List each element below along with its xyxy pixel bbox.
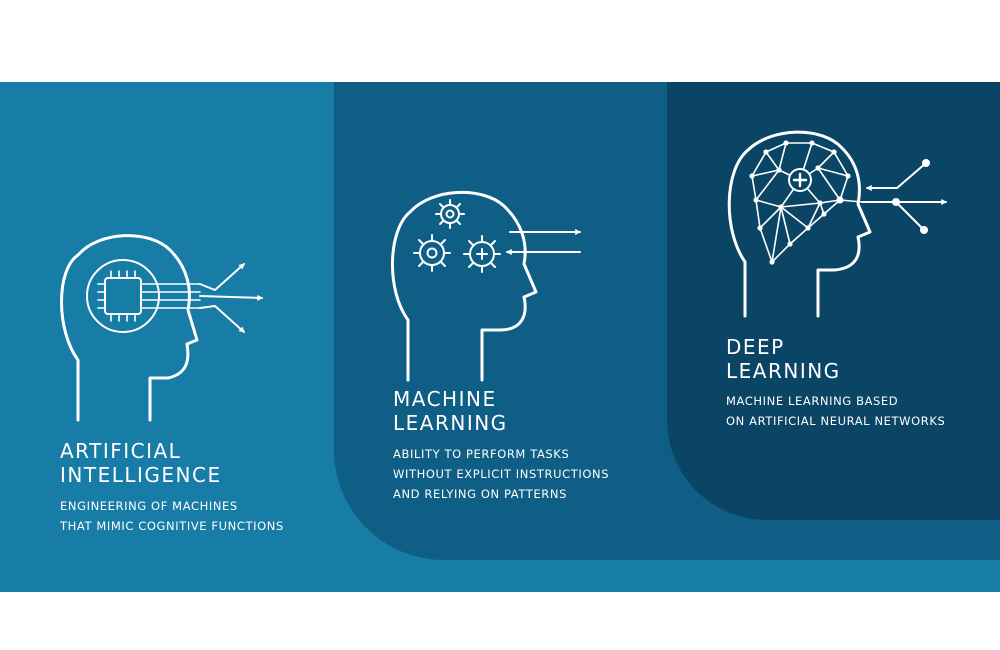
dl-description: MACHINE LEARNING BASED ON ARTIFICIAL NEU… [726, 391, 945, 431]
ai-chip-ring [86, 259, 160, 333]
ai-description: ENGINEERING OF MACHINES THAT MIMIC COGNI… [60, 496, 284, 536]
head-with-chip-icon [60, 234, 264, 422]
plus-node-icon [788, 168, 812, 192]
gear-plus-icon [463, 235, 501, 273]
ml-title-line: MACHINE [393, 387, 497, 411]
dl-head-outline [727, 130, 872, 318]
ai-description-line: THAT MIMIC COGNITIVE FUNCTIONS [60, 519, 284, 533]
neural-network-icon [751, 142, 863, 263]
dl-title: DEEP LEARNING [726, 335, 841, 383]
ai-description-line: ENGINEERING OF MACHINES [60, 499, 238, 513]
gear-icon [413, 234, 451, 272]
head-with-gears-icon [391, 190, 582, 382]
head-with-neural-network-icon [727, 130, 948, 318]
dl-io-arrows-icon [861, 162, 948, 231]
background-band [0, 82, 1000, 592]
dl-arrow-end-nodes-icon [892, 159, 930, 234]
deep-learning-panel [667, 82, 1000, 520]
ml-title: MACHINE LEARNING [393, 387, 508, 435]
ai-title: ARTIFICIAL INTELLIGENCE [60, 439, 222, 487]
ml-io-arrows-icon [505, 229, 582, 255]
dl-title-line: DEEP [726, 335, 785, 359]
ml-description-line: AND RELYING ON PATTERNS [393, 487, 567, 501]
ml-description: ABILITY TO PERFORM TASKS WITHOUT EXPLICI… [393, 444, 609, 504]
ai-head-outline [60, 234, 199, 422]
dl-description-line: ON ARTIFICIAL NEURAL NETWORKS [726, 414, 946, 428]
ml-description-line: WITHOUT EXPLICIT INSTRUCTIONS [393, 467, 610, 481]
ai-title-line: INTELLIGENCE [60, 463, 222, 487]
ai-title-line: ARTIFICIAL [60, 439, 182, 463]
chip-pins-icon [97, 270, 201, 322]
ai-output-arrows-icon [199, 263, 264, 333]
ml-title-line: LEARNING [393, 411, 508, 435]
chip-icon [104, 277, 142, 315]
gear-icon [435, 199, 465, 229]
dl-title-line: LEARNING [726, 359, 841, 383]
ml-head-outline [391, 190, 538, 382]
neural-network-nodes-icon [749, 140, 851, 265]
ml-description-line: ABILITY TO PERFORM TASKS [393, 447, 570, 461]
dl-description-line: MACHINE LEARNING BASED [726, 394, 899, 408]
